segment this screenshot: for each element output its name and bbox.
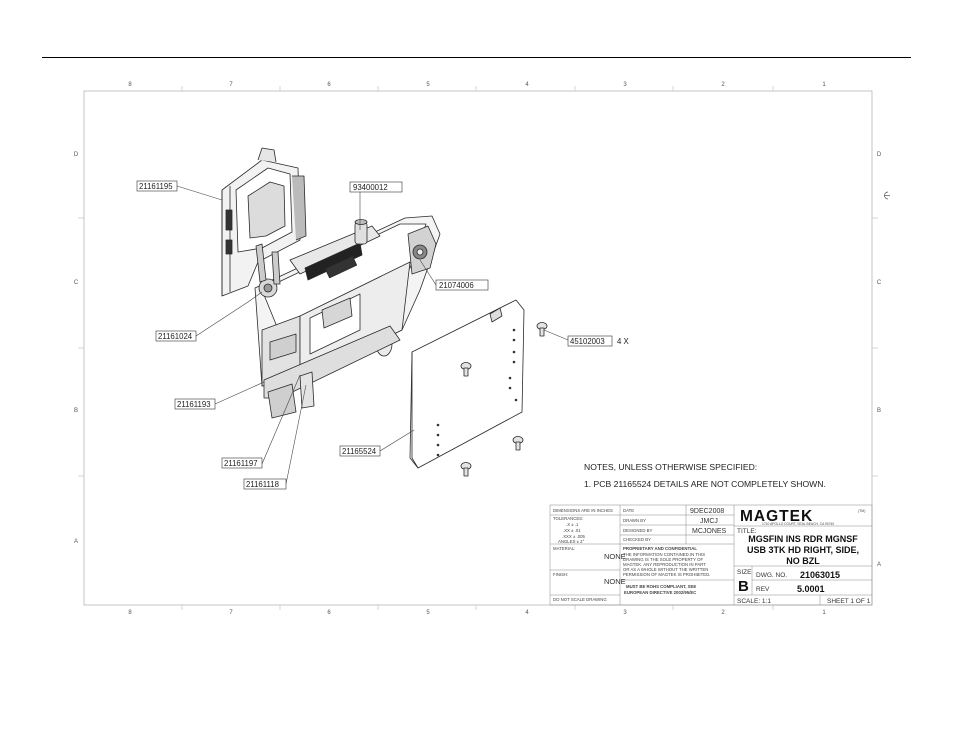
scale-value: SCALE: 1:1 xyxy=(737,598,771,605)
magtek-tagline: 1710 APOLLO COURT, SEAL BEACH, CA 90740 xyxy=(762,522,834,526)
assembly-drawing xyxy=(221,147,548,477)
finish-label: FINISH: xyxy=(553,572,568,577)
proprietary-line-4: OR AS A WHOLE WITHOUT THE WRITTEN xyxy=(623,567,708,572)
zone-col-bottom-6: 6 xyxy=(327,610,331,616)
drawn-label: DRAWN BY xyxy=(623,518,646,523)
proprietary-line-2: DRAWING IS THE SOLE PROPERTY OF xyxy=(623,557,703,562)
proprietary-line-5: PERMISSION OF MAGTEK IS PROHIBITED. xyxy=(623,572,710,577)
pcb-board xyxy=(409,299,525,469)
drawing-title: MGSFIN INS RDR MGNSF USB 3TK HD RIGHT, S… xyxy=(747,534,859,566)
zone-col-bottom-3: 3 xyxy=(623,610,627,616)
size-value: B xyxy=(738,578,749,595)
tolerances-label: TOLERANCES: xyxy=(553,516,583,521)
callout-21165524: 21165524 xyxy=(342,447,377,456)
magnetic-head xyxy=(407,225,437,275)
main-chassis xyxy=(254,215,441,419)
title-line-1: MGSFIN INS RDR MGNSF xyxy=(748,534,858,544)
proprietary-line-1: THE INFORMATION CONTAINED IN THIS xyxy=(623,552,705,557)
spring-pin xyxy=(354,219,368,245)
page-top-rule xyxy=(42,57,911,58)
tolerance-xx: .XX ± .01 xyxy=(563,528,581,533)
callout-labels: 21161195 93400012 21074006 45102003 2116… xyxy=(139,182,630,489)
date-label: DATE xyxy=(623,508,634,513)
zone-row-right-b: B xyxy=(877,408,881,414)
zone-col-bottom-1: 1 xyxy=(822,610,826,616)
zone-row-left-b: B xyxy=(74,408,78,414)
tolerance-angles: ANGLES ± 2° xyxy=(558,539,585,544)
rev-value: 5.0001 xyxy=(797,584,825,594)
zone-ticks xyxy=(78,86,878,610)
dwg-no-label: DWG. NO. xyxy=(756,572,787,579)
quantity-label: 4 X xyxy=(617,337,630,346)
proprietary-line-3: MAGTEK. ANY REPRODUCTION IN PART xyxy=(623,562,706,567)
zone-col-top-1: 1 xyxy=(822,82,826,88)
zone-col-top-3: 3 xyxy=(623,82,627,88)
callout-21161118: 21161118 xyxy=(246,480,279,489)
zone-col-top-5: 5 xyxy=(426,82,430,88)
zone-col-bottom-7: 7 xyxy=(229,610,233,616)
leader-lines xyxy=(176,185,569,485)
screws xyxy=(460,322,548,477)
rohs-line-2: EUROPEAN DIRECTIVE 2002/95/EC xyxy=(624,590,696,595)
zone-col-top-8: 8 xyxy=(128,82,132,88)
dimensions-note: DIMENSIONS ARE IN INCHES xyxy=(553,508,613,513)
callout-boxes xyxy=(136,180,613,490)
rohs-line-1: MUST BE ROHS COMPLIANT, SEE xyxy=(626,584,696,589)
checked-label: CHECKED BY xyxy=(623,537,651,542)
zone-row-left-c: C xyxy=(74,280,79,286)
drawn-value: JMCJ xyxy=(700,518,718,525)
rev-label: REV xyxy=(756,586,770,593)
zone-col-bottom-8: 8 xyxy=(128,610,132,616)
callout-21161193: 21161193 xyxy=(177,400,211,409)
zone-col-bottom-2: 2 xyxy=(721,610,725,616)
do-not-scale-note: DO NOT SCALE DRAWING xyxy=(553,597,607,602)
title-block-left: DIMENSIONS ARE IN INCHES TOLERANCES: .X … xyxy=(553,508,613,602)
zone-row-right-a: A xyxy=(877,562,881,568)
material-label: MATERIAL: xyxy=(553,546,575,551)
zone-col-top-7: 7 xyxy=(229,82,233,88)
zone-row-left-a: A xyxy=(74,539,78,545)
callout-93400012: 93400012 xyxy=(353,183,388,192)
callout-21074006: 21074006 xyxy=(439,281,474,290)
notes-item-1: 1. PCB 21165524 DETAILS ARE NOT COMPLETE… xyxy=(584,479,826,489)
zone-col-top-4: 4 xyxy=(525,82,529,88)
designed-label: DESIGNED BY xyxy=(623,528,653,533)
tolerance-xxx: .XXX ± .005 xyxy=(562,534,586,539)
finish-value: NONE xyxy=(604,577,626,586)
logo-trademark: (TM) xyxy=(858,509,865,513)
zone-row-right-c: C xyxy=(877,280,882,286)
zone-col-top-2: 2 xyxy=(721,82,725,88)
proprietary-heading: PROPRIETARY AND CONFIDENTIAL xyxy=(623,546,697,551)
callout-45102003: 45102003 xyxy=(570,337,605,346)
magtek-logo: MAGTEK xyxy=(740,508,813,525)
zone-row-right-d: D xyxy=(877,152,882,158)
zone-row-left-d: D xyxy=(74,152,79,158)
designed-value: MCJONES xyxy=(692,528,727,535)
dwg-no-value: 21063015 xyxy=(800,570,840,580)
zone-col-top-6: 6 xyxy=(327,82,331,88)
notes-heading: NOTES, UNLESS OTHERWISE SPECIFIED: xyxy=(584,462,757,472)
material-value: NONE xyxy=(604,552,626,561)
tolerance-x: .X ± .1 xyxy=(566,522,579,527)
title-line-3: NO BZL xyxy=(786,556,820,566)
zone-col-bottom-5: 5 xyxy=(426,610,430,616)
title-block xyxy=(549,504,873,606)
title-block-mid: DATE DRAWN BY DESIGNED BY CHECKED BY PRO… xyxy=(623,508,710,595)
title-line-2: USB 3TK HD RIGHT, SIDE, xyxy=(747,545,859,555)
size-label: SIZE xyxy=(737,569,752,576)
title-block-values: NONE NONE 9DEC2008 JMCJ MCJONES xyxy=(604,508,727,586)
bracket-frame xyxy=(221,147,307,297)
callout-21161197: 21161197 xyxy=(224,459,258,468)
callout-21161024: 21161024 xyxy=(158,332,193,341)
title-label: TITLE: xyxy=(737,528,757,535)
date-value: 9DEC2008 xyxy=(690,508,724,515)
zone-col-bottom-4: 4 xyxy=(525,610,529,616)
sheet-value: SHEET 1 OF 1 xyxy=(827,598,871,605)
ce-mark xyxy=(884,191,890,200)
callout-21161195: 21161195 xyxy=(139,182,173,191)
